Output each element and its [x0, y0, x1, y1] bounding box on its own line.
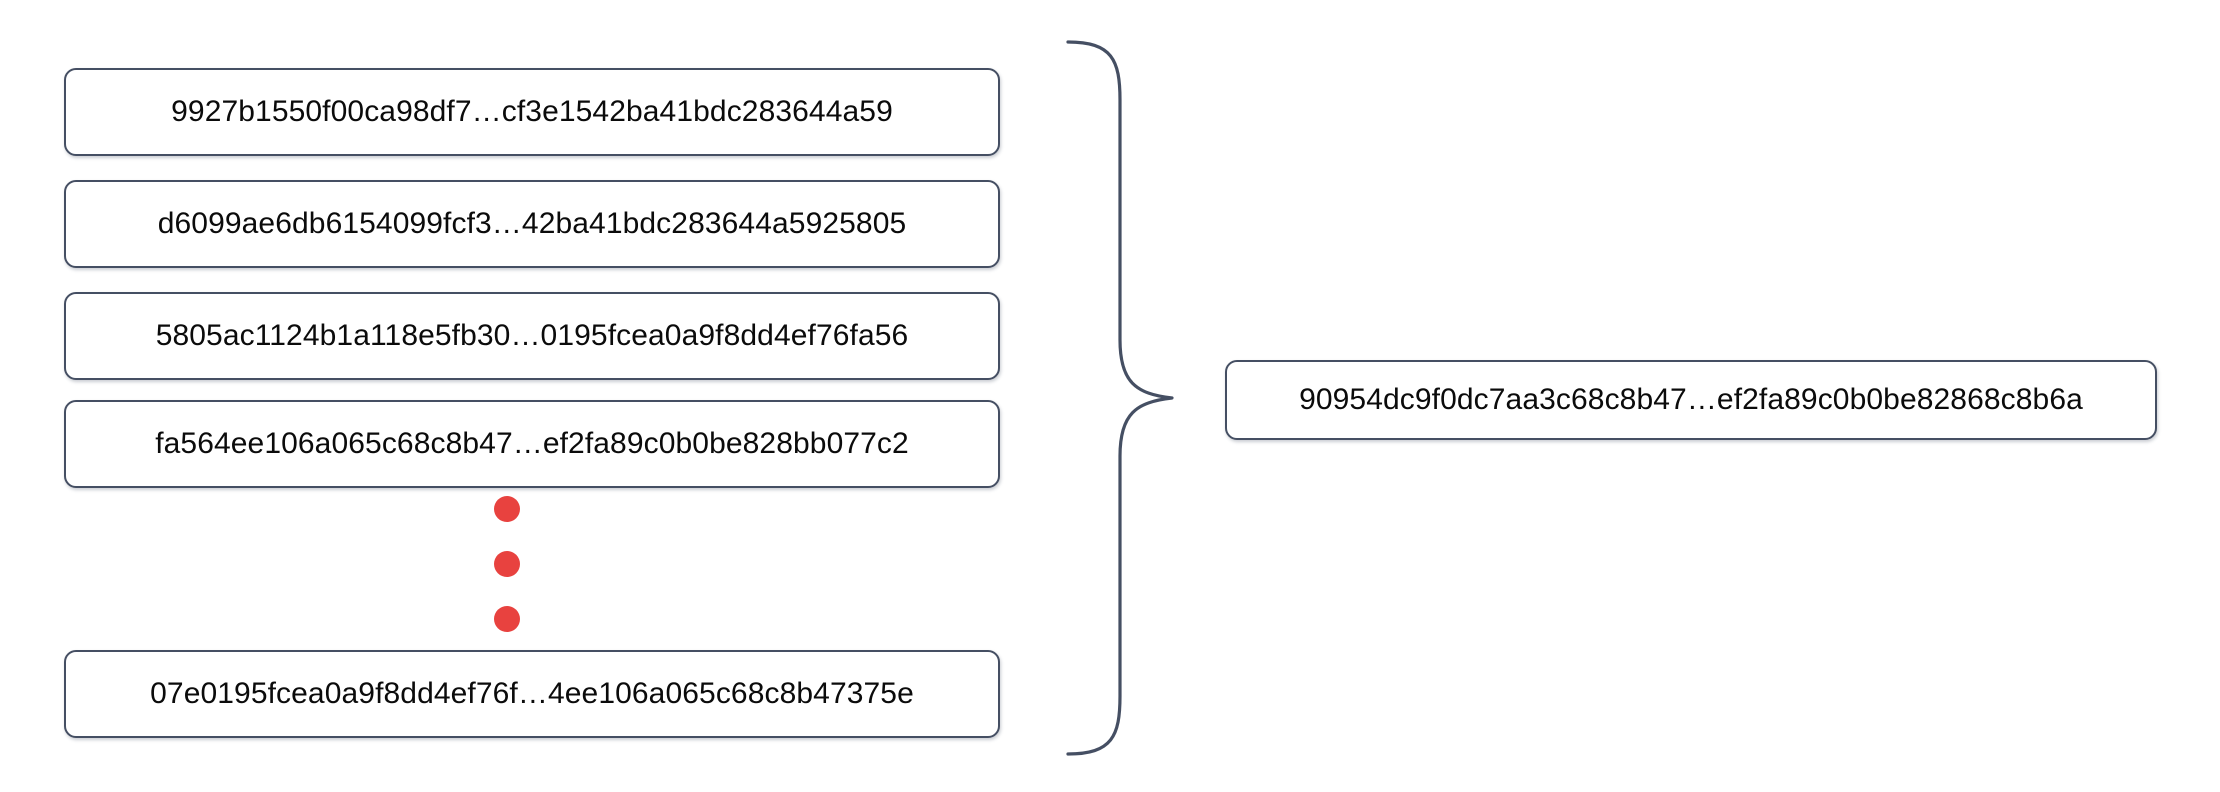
ellipsis-dot-icon	[494, 496, 520, 522]
input-hash-box-2[interactable]: d6099ae6db6154099fcf3…42ba41bdc283644a59…	[64, 180, 1000, 268]
input-hash-box-3[interactable]: 5805ac1124b1a118e5fb30…0195fcea0a9f8dd4e…	[64, 292, 1000, 380]
hash-text: fa564ee106a065c68c8b47…ef2fa89c0b0be828b…	[155, 427, 909, 460]
ellipsis-dot-icon	[494, 551, 520, 577]
curly-brace-icon	[1066, 40, 1174, 756]
input-hash-box-last[interactable]: 07e0195fcea0a9f8dd4ef76f…4ee106a065c68c8…	[64, 650, 1000, 738]
vertical-ellipsis-icon	[494, 496, 524, 632]
ellipsis-dot-icon	[494, 606, 520, 632]
hash-text: 5805ac1124b1a118e5fb30…0195fcea0a9f8dd4e…	[155, 319, 909, 352]
output-root-hash-box[interactable]: 90954dc9f0dc7aa3c68c8b47…ef2fa89c0b0be82…	[1225, 360, 2157, 440]
hash-text: 07e0195fcea0a9f8dd4ef76f…4ee106a065c68c8…	[150, 677, 914, 710]
input-hash-box-1[interactable]: 9927b1550f00ca98df7…cf3e1542ba41bdc28364…	[64, 68, 1000, 156]
input-hash-box-4[interactable]: fa564ee106a065c68c8b47…ef2fa89c0b0be828b…	[64, 400, 1000, 488]
hash-text: 90954dc9f0dc7aa3c68c8b47…ef2fa89c0b0be82…	[1299, 383, 2083, 416]
hash-text: 9927b1550f00ca98df7…cf3e1542ba41bdc28364…	[171, 95, 893, 128]
hash-text: d6099ae6db6154099fcf3…42ba41bdc283644a59…	[157, 207, 907, 240]
